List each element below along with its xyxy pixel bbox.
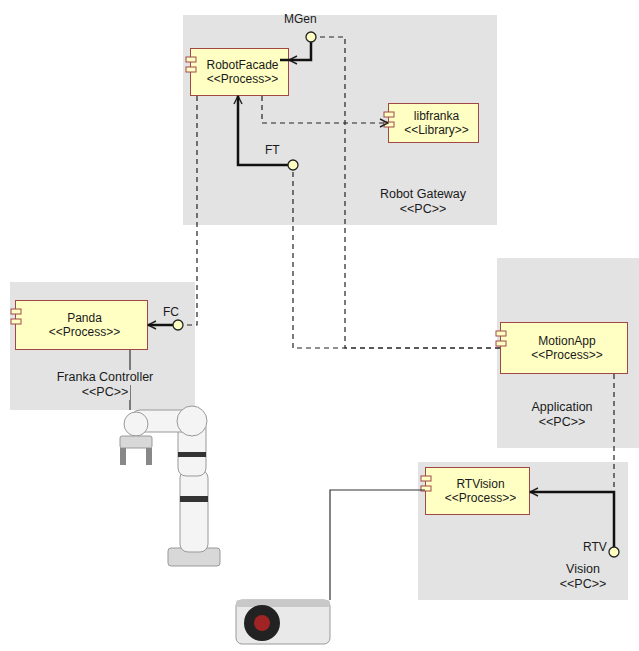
robot-ring [178, 452, 206, 457]
camera-body [236, 600, 330, 644]
interface-label-holder: MGen [284, 12, 317, 26]
interface-label-holder: FT [265, 143, 280, 157]
interface-lollipop [306, 32, 316, 42]
robot-ring [180, 496, 208, 502]
component-tab [11, 319, 21, 324]
interface-label: FC [163, 305, 179, 319]
node-label: Vision<<PC>> [548, 562, 618, 592]
component-tab [496, 341, 506, 346]
component-tab [186, 57, 196, 62]
interface-label: FT [265, 143, 280, 157]
component-tab [496, 331, 506, 336]
component-tab [186, 67, 196, 72]
component-tab [421, 476, 431, 481]
node-label: Franka Controller<<PC>> [45, 370, 165, 400]
pc-node: Vision<<PC>> RTVision<<Process>> [418, 462, 628, 600]
node-name: RTVision [456, 477, 504, 491]
camera-lens-inner [254, 615, 270, 631]
gripper-finger [120, 448, 126, 465]
process-box: libfranka<<Library>> [388, 103, 479, 143]
node-label: Robot Gateway<<PC>> [363, 187, 483, 217]
component-tab [11, 309, 21, 314]
interface-label: RTV [583, 540, 607, 554]
node-name: Application [529, 400, 594, 415]
camera [236, 490, 425, 644]
interface-label: MGen [284, 12, 317, 26]
pc-node: Application<<PC>> MotionApp<<Process>> [497, 258, 639, 448]
stereotype: <<Process>> [207, 72, 278, 86]
node-name: Vision [564, 562, 602, 577]
device-wire [330, 490, 425, 600]
component-tab [11, 301, 23, 341]
interface-lollipop [173, 320, 183, 330]
stereotype: <<Process>> [531, 348, 602, 362]
interface-stub [148, 324, 173, 327]
node-name: RobotFacade [206, 58, 278, 72]
node-name: Panda [67, 311, 102, 325]
stereotype: <<PC>> [537, 415, 588, 430]
stereotype: <<PC>> [398, 202, 449, 217]
component-tab [186, 49, 198, 89]
node-label: Application<<PC>> [512, 400, 612, 430]
component-tab [496, 323, 508, 363]
interface-label-holder: RTV [583, 540, 607, 554]
interface-label-holder: FC [163, 305, 179, 319]
robot-joint [124, 412, 148, 436]
stereotype: <<PC>> [80, 385, 131, 400]
component-tab [421, 468, 433, 508]
camera-lens [244, 605, 280, 641]
interface-lollipop [288, 160, 298, 170]
robot-gripper [120, 436, 152, 448]
component-tab [384, 122, 394, 127]
node-name: libfranka [414, 109, 459, 123]
pc-node: Franka Controller<<PC>> Panda<<Process>> [10, 282, 195, 410]
node-name: MotionApp [538, 334, 595, 348]
robot-link [180, 470, 208, 552]
robot-joint [177, 406, 207, 436]
node-name: Franka Controller [55, 370, 156, 385]
process-box: MotionApp<<Process>> [500, 322, 628, 374]
node-name: Robot Gateway [378, 187, 468, 202]
stereotype: <<Library>> [404, 123, 469, 137]
gripper-finger [146, 448, 152, 465]
pc-node: Robot Gateway<<PC>> RobotFacade<<Process>… [183, 15, 497, 225]
component-tab [384, 112, 394, 117]
process-box: Panda<<Process>> [15, 300, 148, 350]
interface-lollipop [609, 547, 619, 557]
process-box: RTVision<<Process>> [425, 467, 530, 515]
component-tab [421, 486, 431, 491]
component-tab [384, 104, 396, 144]
process-box: RobotFacade<<Process>> [190, 48, 289, 96]
stereotype: <<Process>> [445, 491, 516, 505]
camera-top [236, 600, 330, 607]
stereotype: <<PC>> [558, 577, 609, 592]
stereotype: <<Process>> [49, 325, 120, 339]
